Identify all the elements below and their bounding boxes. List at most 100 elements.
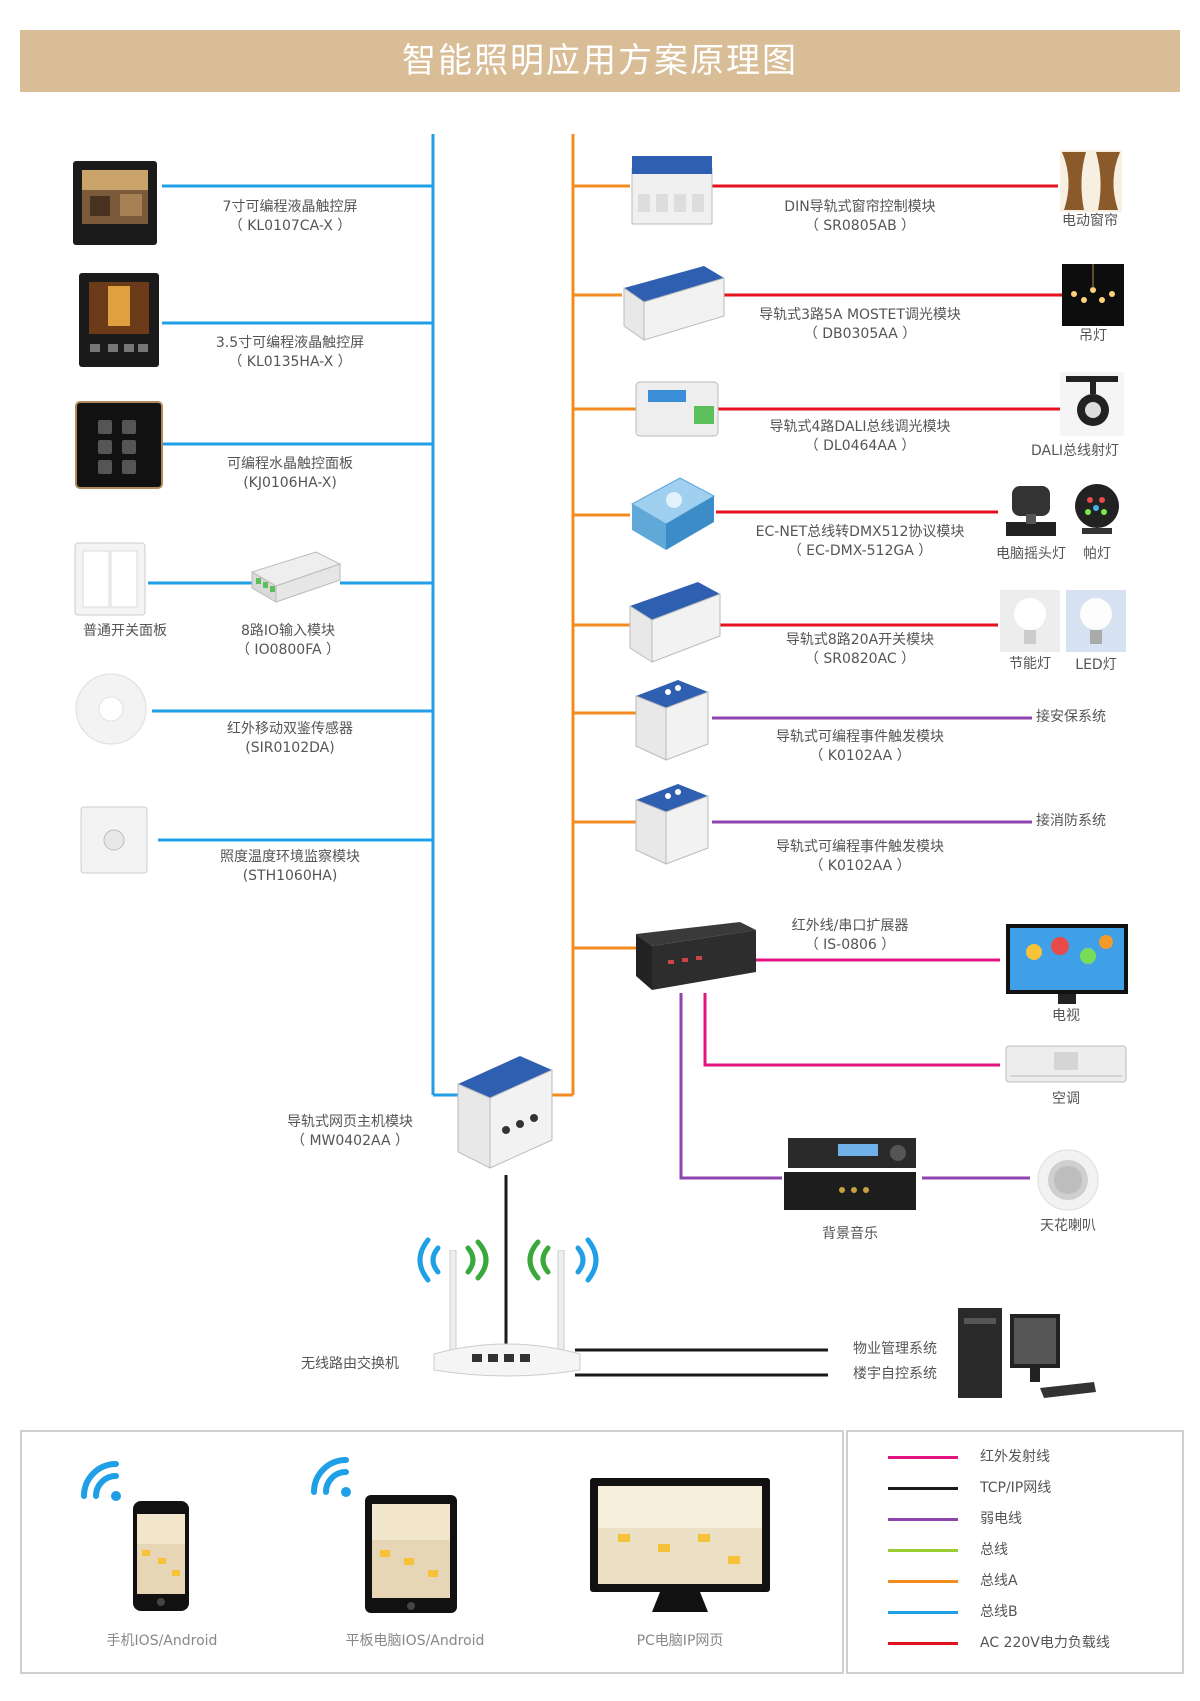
dmx-module-name: EC-NET总线转DMX512协议模块 [755,524,965,540]
legend-item-ac: AC 220V电力负载线 [888,1632,1138,1654]
moving-head-icon [1000,478,1062,540]
dimmer-module-image [620,264,726,342]
curtain-module-label: DIN导轨式窗帘控制模块 （ SR0805AB ） [740,198,980,236]
host-module-image [448,1052,558,1172]
switch-module-model: （ SR0820AC ） [804,651,916,667]
legend-label-bus-b: 总线B [980,1604,1018,1620]
legend-swatch-ir [888,1456,958,1459]
legend-label-ir: 红外发射线 [980,1449,1050,1465]
pir-sensor-label: 红外移动双鉴传感器 (SIR0102DA) [190,720,390,758]
touch-screen-7-label: 7寸可编程液晶触控屏 （ KL0107CA-X ） [190,198,390,236]
ir-lines [703,958,1000,1067]
par-light-icon [1066,478,1128,540]
cfl-bulb-icon [1000,590,1060,652]
legend-swatch-bus-a [888,1580,958,1583]
curtain-module-image [628,150,716,228]
switch-panel-label: 普通开关面板 [60,622,190,641]
phone-image [132,1500,190,1612]
host-module-label: 导轨式网页主机模块 （ MW0402AA ） [265,1113,435,1151]
dali-module-label: 导轨式4路DALI总线调光模块 （ DL0464AA ） [740,418,980,456]
cfl-load-label: 节能灯 [1009,656,1051,672]
event-module-1-model: （ K0102AA ） [809,748,911,764]
event-module-1-image [632,676,712,762]
legend-swatch-bus-b [888,1611,958,1614]
host-module-name: 导轨式网页主机模块 [287,1114,413,1130]
io-module-name: 8路IO输入模块 [240,623,336,639]
legend-label-bus-a: 总线A [980,1573,1018,1589]
legend-swatch-bus [888,1549,958,1552]
touch-screen-35-name: 3.5寸可编程液晶触控屏 [215,335,365,351]
event-module-2-model: （ K0102AA ） [809,858,911,874]
tablet-label: 平板电脑IOS/Android [345,1633,485,1649]
ceiling-speaker-label: 天花喇叭 [1040,1218,1096,1234]
crystal-panel-name: 可编程水晶触控面板 [227,456,353,472]
env-sensor-name: 照度温度环境监察模块 [220,849,360,865]
touch-screen-35-label: 3.5寸可编程液晶触控屏 （ KL0135HA-X ） [190,334,390,372]
dali-module-model: （ DL0464AA ） [804,438,916,454]
dali-module-name: 导轨式4路DALI总线调光模块 [769,419,951,435]
event-module-2-image [632,780,712,866]
legend-item-bus-a: 总线A [888,1570,1138,1592]
curtain-icon [1060,150,1122,212]
io-module-model: （ IO0800FA ） [235,642,341,658]
legend-swatch-tcpip [888,1487,958,1490]
title-banner: 智能照明应用方案原理图 [20,30,1180,92]
legend-panel [846,1430,1184,1674]
computer-image [948,1304,1098,1404]
host-module-model: （ MW0402AA ） [291,1133,409,1149]
dali-spot-icon [1060,372,1124,436]
env-sensor-label: 照度温度环境监察模块 (STH1060HA) [190,848,390,886]
touch-screen-7-model: （ KL0107CA-X ） [228,218,352,234]
phone-label: 手机IOS/Android [106,1633,218,1649]
env-sensor-image [80,806,148,874]
led-bulb-icon [1066,590,1126,652]
bus-b-lines [148,134,460,1097]
pir-sensor-name: 红外移动双鉴传感器 [227,721,353,737]
legend-swatch-ac [888,1642,958,1645]
air-conditioner-icon [1004,1044,1128,1086]
io-module-label: 8路IO输入模块 （ IO0800FA ） [188,622,388,660]
security-system-label: 接安保系统 [1036,709,1106,725]
legend-label-tcpip: TCP/IP网线 [980,1480,1052,1496]
dmx-module-label: EC-NET总线转DMX512协议模块 （ EC-DMX-512GA ） [730,523,990,561]
dimmer-module-model: （ DB0305AA ） [803,326,917,342]
legend-item-bus-b: 总线B [888,1601,1138,1623]
crystal-panel-image [74,400,164,490]
dmx-module-model: （ EC-DMX-512GA ） [787,543,933,559]
event-module-1-name: 导轨式可编程事件触发模块 [776,729,944,745]
tv-icon [1004,922,1130,1006]
pir-sensor-image [74,672,148,746]
switch-panel-image [74,542,146,616]
bg-music-label: 背景音乐 [822,1226,878,1242]
legend-label-ac: AC 220V电力负载线 [980,1635,1110,1651]
legend-item-bus: 总线 [888,1539,1138,1561]
chandelier-icon [1062,264,1124,326]
crystal-panel-model: (KJ0106HA-X) [243,475,337,491]
chandelier-load-label: 吊灯 [1079,328,1107,344]
legend-label-weak: 弱电线 [980,1511,1022,1527]
switch-module-image [626,580,722,664]
weak-current-lines [679,716,1032,1180]
switch-module-label: 导轨式8路20A开关模块 （ SR0820AC ） [740,631,980,669]
curtain-load-label: 电动窗帘 [1062,213,1118,229]
env-sensor-model: (STH1060HA) [242,868,338,884]
event-module-2-name: 导轨式可编程事件触发模块 [776,839,944,855]
bus-a-lines [548,134,636,1097]
touch-screen-35-model: （ KL0135HA-X ） [228,354,352,370]
router-label: 无线路由交换机 [301,1356,399,1372]
switch-module-name: 导轨式8路20A开关模块 [785,632,935,648]
router-image [432,1249,582,1382]
building-auto-label: 楼宇自控系统 [853,1366,937,1382]
bg-music-amplifier-image [782,1134,922,1214]
dmx-module-image [628,474,718,554]
ir-extender-name: 红外线/串口扩展器 [791,918,909,934]
fire-system-label: 接消防系统 [1036,813,1106,829]
property-mgmt-label: 物业管理系统 [853,1341,937,1357]
ir-extender-label: 红外线/串口扩展器 （ IS-0806 ） [760,917,940,955]
touch-screen-35-image [78,272,160,368]
curtain-module-model: （ SR0805AB ） [804,218,916,234]
touch-screen-7-name: 7寸可编程液晶触控屏 [222,199,358,215]
wifi-waves-icon [398,1230,618,1290]
page-title: 智能照明应用方案原理图 [402,41,798,81]
event-module-1-label: 导轨式可编程事件触发模块 （ K0102AA ） [740,728,980,766]
